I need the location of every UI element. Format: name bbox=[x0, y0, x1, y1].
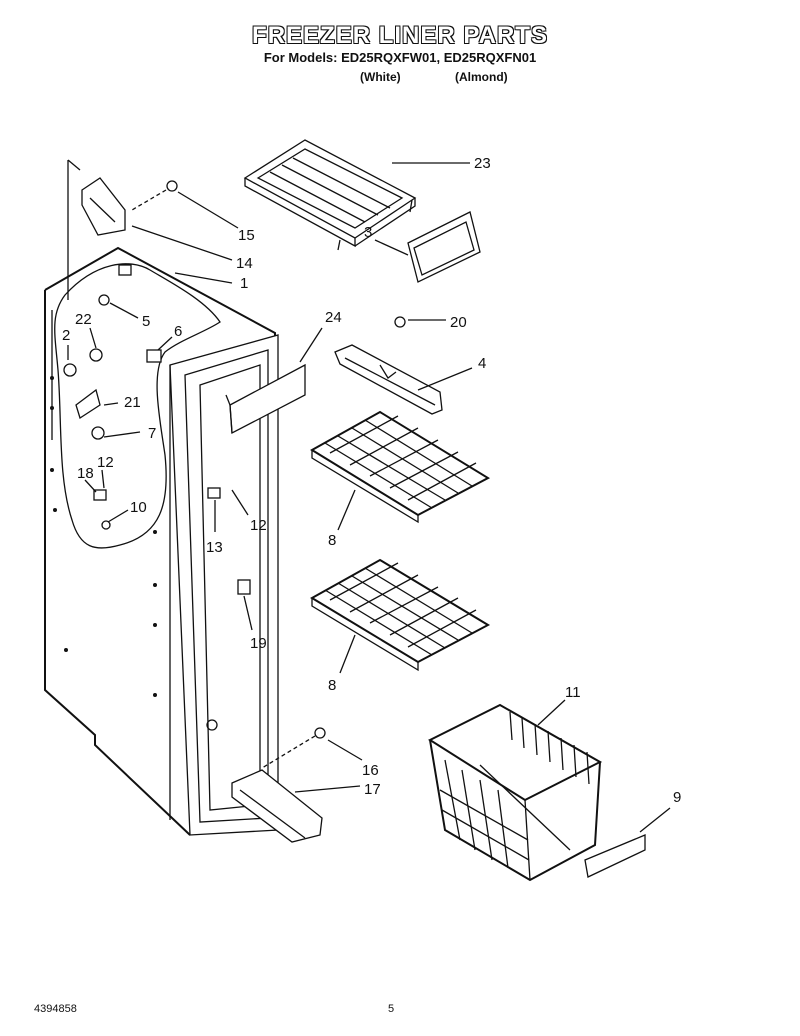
callout-12-right: 12 bbox=[250, 517, 267, 534]
wire-shelf-lower bbox=[310, 558, 491, 672]
callout-2: 2 bbox=[62, 327, 70, 344]
wire-basket-11 bbox=[427, 703, 603, 882]
callout-labels: 1 2 3 4 5 6 7 8 8 9 10 11 12 12 13 14 15… bbox=[62, 155, 681, 806]
leader-lines bbox=[67, 162, 671, 833]
callout-11: 11 bbox=[565, 684, 581, 701]
callout-7: 7 bbox=[148, 425, 156, 442]
callout-22: 22 bbox=[75, 311, 92, 328]
callout-10: 10 bbox=[130, 499, 147, 516]
shelf-panel-3 bbox=[407, 211, 481, 283]
model-note-almond: (Almond) bbox=[455, 70, 508, 84]
freezer-liner bbox=[44, 246, 279, 836]
cover-24 bbox=[225, 363, 306, 435]
shelf-frame-23 bbox=[243, 139, 417, 251]
screw-16 bbox=[261, 727, 326, 769]
callout-3: 3 bbox=[364, 224, 372, 241]
callout-8-lower: 8 bbox=[328, 677, 336, 694]
callout-19: 19 bbox=[250, 635, 267, 652]
callout-6: 6 bbox=[174, 323, 182, 340]
callout-23: 23 bbox=[474, 155, 491, 172]
callout-9: 9 bbox=[673, 789, 681, 806]
callout-15: 15 bbox=[238, 227, 255, 244]
callout-13: 13 bbox=[206, 539, 223, 556]
callout-12-left: 12 bbox=[97, 454, 114, 471]
callout-1: 1 bbox=[240, 275, 248, 292]
callout-16: 16 bbox=[362, 762, 379, 779]
top-hinge-bracket bbox=[67, 159, 126, 300]
callout-14: 14 bbox=[236, 255, 253, 272]
base-trim-17 bbox=[231, 769, 323, 843]
page-title: FREEZER LINER PARTS bbox=[252, 22, 548, 49]
callout-17: 17 bbox=[364, 781, 381, 798]
model-note-white: (White) bbox=[360, 70, 401, 84]
callout-18: 18 bbox=[77, 465, 94, 482]
screw-20 bbox=[394, 316, 406, 328]
document-number: 4394858 bbox=[34, 1003, 77, 1015]
liner-holes bbox=[50, 376, 218, 731]
liner-components bbox=[63, 294, 251, 595]
screw-15 bbox=[131, 180, 178, 211]
callout-21: 21 bbox=[124, 394, 141, 411]
callout-24: 24 bbox=[325, 309, 342, 326]
callout-5: 5 bbox=[142, 313, 150, 330]
models-line: For Models: ED25RQXFW01, ED25RQXFN01 bbox=[263, 50, 537, 65]
wire-shelf-upper bbox=[310, 410, 491, 524]
callout-8-upper: 8 bbox=[328, 532, 336, 549]
callout-20: 20 bbox=[450, 314, 467, 331]
page-number: 5 bbox=[388, 1003, 395, 1015]
shelf-rail-4 bbox=[334, 344, 443, 415]
callout-4: 4 bbox=[478, 355, 486, 372]
basket-trim-9 bbox=[584, 834, 646, 878]
